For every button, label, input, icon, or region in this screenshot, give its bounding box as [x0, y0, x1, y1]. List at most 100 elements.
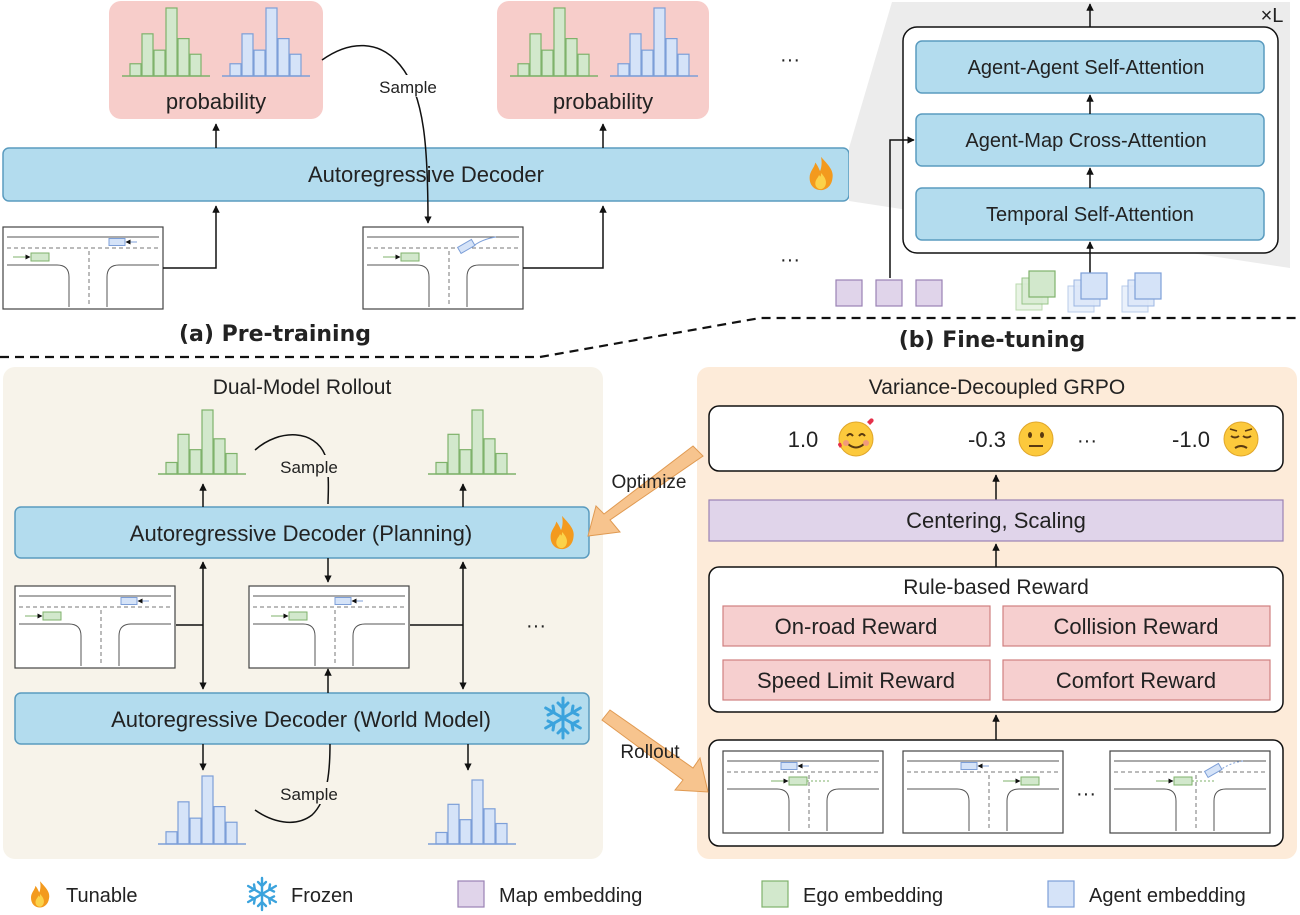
- speed-limit-reward: [722, 659, 991, 701]
- scene-frame: [1109, 750, 1271, 834]
- reward-label: Speed Limit Reward: [757, 668, 955, 693]
- agent-agent-attention: [915, 40, 1265, 94]
- histogram-bar: [665, 37, 678, 77]
- road-curb: [253, 623, 316, 666]
- legend-tunable: Tunable: [66, 885, 138, 907]
- snowflake-icon: [246, 876, 278, 912]
- ellipsis: ···: [526, 615, 546, 637]
- rollout-title: Dual-Model Rollout: [213, 376, 392, 399]
- road-curb: [106, 264, 159, 307]
- histogram-pair: [510, 7, 698, 77]
- histogram-bar: [577, 53, 590, 77]
- traffic-scene: [902, 750, 1064, 834]
- histogram-bar: [617, 63, 630, 77]
- scene-frame: [2, 226, 164, 310]
- histogram-bar: [213, 805, 226, 845]
- dual-model-rollout: Dual-Model Rollout Sample Autoregressive…: [3, 367, 603, 859]
- histogram-bar: [677, 53, 690, 77]
- histogram-bar: [177, 801, 190, 845]
- histogram: [158, 775, 246, 845]
- histogram-bar: [141, 33, 154, 77]
- grpo-section: Variance-Decoupled GRPO 1.0 -0.3 ··· -1.…: [587, 367, 1297, 859]
- histogram-bar: [447, 433, 460, 475]
- histogram-bar: [541, 49, 554, 77]
- agent-vehicle: [1203, 762, 1223, 779]
- histogram: [428, 409, 516, 475]
- sample-label: Sample: [379, 78, 437, 97]
- road-curb: [118, 623, 171, 666]
- histogram-bar: [201, 775, 214, 845]
- layer-label: Agent-Map Cross-Attention: [965, 130, 1206, 152]
- road-curb: [1213, 788, 1266, 831]
- ellipsis: ···: [1076, 783, 1096, 805]
- ellipsis: ···: [780, 49, 800, 71]
- histogram-bar: [201, 409, 214, 475]
- fire-icon: [31, 881, 50, 908]
- rollout-label: Rollout: [620, 742, 680, 763]
- histogram-bar: [241, 33, 254, 77]
- ellipsis: ···: [1077, 430, 1097, 452]
- ego-embedding-swatch: [761, 880, 789, 908]
- pretraining-caption: (a) Pre-training: [179, 322, 371, 347]
- histogram-pair: [122, 7, 310, 77]
- traffic-scene: [362, 226, 524, 310]
- ego-vehicle: [288, 611, 308, 621]
- traffic-scene: [2, 226, 164, 310]
- map-embedding-token: [875, 279, 903, 307]
- histogram-bar: [189, 817, 202, 845]
- score: 1.0: [788, 427, 819, 452]
- reward-title: Rule-based Reward: [903, 576, 1089, 599]
- histogram-bar: [289, 53, 302, 77]
- repeat-label: ×L: [1261, 5, 1284, 27]
- agent-vehicle: [334, 597, 352, 605]
- layer-label: Agent-Agent Self-Attention: [968, 57, 1205, 79]
- comfort-reward: [1002, 659, 1271, 701]
- histogram-bar: [471, 409, 484, 475]
- traffic-scene: [722, 750, 884, 834]
- histogram-bar: [189, 449, 202, 475]
- happy-face-icon: [837, 418, 874, 457]
- legend-ego: Ego embedding: [803, 885, 943, 907]
- histogram-bar: [653, 7, 666, 77]
- decoder-label: Autoregressive Decoder: [308, 162, 544, 187]
- ego-vehicle: [1020, 776, 1040, 786]
- ellipsis: ···: [780, 249, 800, 271]
- histogram-bar: [447, 803, 460, 845]
- histogram-bar: [435, 461, 448, 475]
- ego-vehicle: [788, 776, 808, 786]
- reward-label: On-road Reward: [775, 614, 938, 639]
- histogram-bar: [495, 822, 508, 845]
- planning-decoder-label: Autoregressive Decoder (Planning): [130, 521, 472, 546]
- histogram-bar: [165, 461, 178, 475]
- ego-vehicle: [400, 252, 420, 262]
- histogram-bar: [483, 808, 496, 845]
- scene-frame: [902, 750, 1064, 834]
- probability-label: probability: [166, 89, 266, 114]
- road-curb: [367, 264, 430, 307]
- histogram-bar: [629, 33, 642, 77]
- road-curb: [1006, 788, 1059, 831]
- histogram-bar: [529, 33, 542, 77]
- histogram-bar: [641, 49, 654, 77]
- on-road-reward: [722, 605, 991, 647]
- score: -0.3: [968, 427, 1006, 452]
- optimize-arrow: [587, 445, 704, 537]
- agent-vehicle: [960, 762, 978, 770]
- histogram-bar: [229, 63, 242, 77]
- legend: Tunable Frozen Map embedding Ego embeddi…: [31, 876, 1246, 912]
- arrow: [523, 205, 607, 269]
- histogram-bar: [517, 63, 530, 77]
- histogram-bar: [165, 831, 178, 845]
- grpo-title: Variance-Decoupled GRPO: [869, 376, 1125, 399]
- pretraining-section: probability probability Autoregressive D…: [2, 1, 850, 347]
- map-embedding-token: [915, 279, 943, 307]
- histogram-bar: [213, 438, 226, 475]
- ego-embedding-stack: [1015, 270, 1056, 311]
- histogram-bar: [483, 438, 496, 475]
- road-curb: [466, 264, 519, 307]
- finetuning-caption: (b) Fine-tuning: [899, 328, 1086, 353]
- histogram-bar: [253, 49, 266, 77]
- agent-vehicle: [780, 762, 798, 770]
- reward-label: Collision Reward: [1053, 614, 1218, 639]
